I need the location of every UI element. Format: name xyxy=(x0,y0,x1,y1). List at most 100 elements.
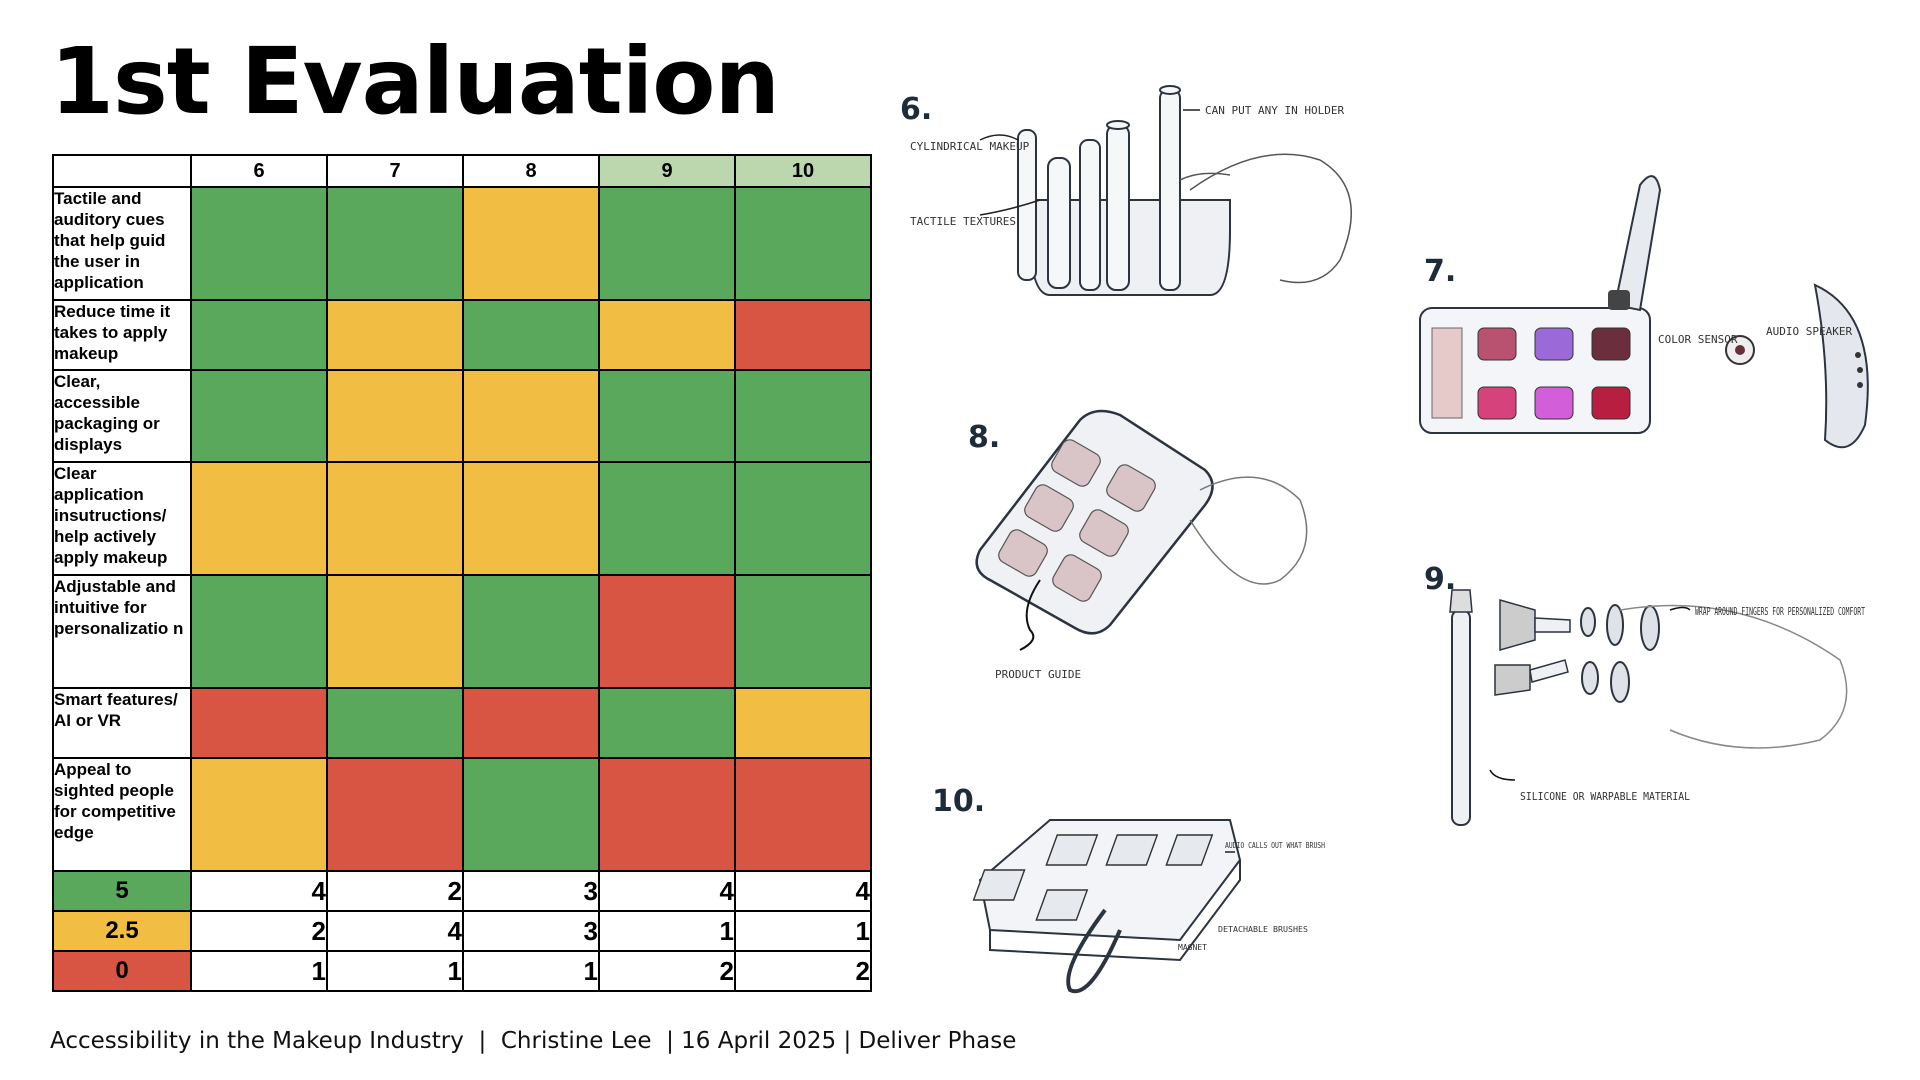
rating-cell xyxy=(462,574,600,689)
note-tactile-textures: TACTILE TEXTURES xyxy=(910,215,1016,228)
rating-cell xyxy=(598,461,736,576)
rating-cell xyxy=(734,574,872,689)
sketch-8-image: PRODUCT GUIDE xyxy=(975,409,1308,681)
score-key-2-5: 2.5 xyxy=(52,910,192,952)
sketch-7-palette-sensor: COLOR SENSOR AUDIO SPEAKER xyxy=(1410,165,1890,465)
note-detachable: DETACHABLE BRUSHES xyxy=(1218,925,1308,934)
table-header-row: 6 7 8 9 10 xyxy=(52,154,872,188)
rating-cell xyxy=(598,369,736,463)
score-count: 4 xyxy=(598,870,736,912)
page-title: 1st Evaluation xyxy=(50,28,780,135)
rating-cell xyxy=(326,299,464,371)
rating-cell xyxy=(326,369,464,463)
sketch-10-brush-palette: AUDIO CALLS OUT WHAT BRUSH DETACHABLE BR… xyxy=(960,800,1330,1010)
note-silicone: SILICONE OR WARPABLE MATERIAL xyxy=(1520,790,1690,803)
score-count: 1 xyxy=(598,910,736,952)
header-corner xyxy=(52,154,192,188)
col-header-10: 10 xyxy=(734,154,872,188)
rating-cell xyxy=(598,757,736,872)
rating-cell xyxy=(734,299,872,371)
sketch-6-cylindrical-holder: CAN PUT ANY IN HOLDER CYLINDRICAL MAKEUP… xyxy=(900,80,1390,310)
rating-cell xyxy=(190,757,328,872)
criteria-label: Reduce time it takes to apply makeup xyxy=(52,299,192,371)
sketch-7-image: COLOR SENSOR AUDIO SPEAKER xyxy=(1419,175,1869,449)
score-count: 4 xyxy=(190,870,328,912)
rating-cell xyxy=(598,186,736,301)
rating-cell xyxy=(190,574,328,689)
note-wrap-around: WRAP AROUND FINGERS FOR PERSONALIZED COM… xyxy=(1695,605,1865,618)
rating-cell xyxy=(190,186,328,301)
criteria-row: Clear application insutructions/ help ac… xyxy=(52,461,872,576)
score-count: 4 xyxy=(326,910,464,952)
criteria-label: Clear application insutructions/ help ac… xyxy=(52,461,192,576)
sketch-6-image: CAN PUT ANY IN HOLDER CYLINDRICAL MAKEUP… xyxy=(910,85,1352,296)
rating-cell xyxy=(462,757,600,872)
rating-cell xyxy=(190,299,328,371)
note-cylindrical-makeup: CYLINDRICAL MAKEUP xyxy=(910,140,1030,153)
rating-cell xyxy=(326,757,464,872)
col-header-7: 7 xyxy=(326,154,464,188)
criteria-row: Reduce time it takes to apply makeup xyxy=(52,299,872,371)
rating-cell xyxy=(190,687,328,759)
rating-cell xyxy=(734,461,872,576)
note-audio-speaker: AUDIO SPEAKER xyxy=(1766,325,1852,338)
sketch-9-image: WRAP AROUND FINGERS FOR PERSONALIZED COM… xyxy=(1449,589,1865,826)
score-count: 3 xyxy=(462,910,600,952)
score-row-yellow: 2.5 2 4 3 1 1 xyxy=(52,910,872,952)
rating-cell xyxy=(462,299,600,371)
note-color-sensor: COLOR SENSOR xyxy=(1658,333,1738,346)
col-header-6: 6 xyxy=(190,154,328,188)
note-product-guide: PRODUCT GUIDE xyxy=(995,668,1081,681)
note-can-put-any: CAN PUT ANY IN HOLDER xyxy=(1205,104,1344,117)
sketch-number-10: 10. xyxy=(932,784,986,819)
criteria-label: Adjustable and intuitive for personaliza… xyxy=(52,574,192,689)
score-count: 4 xyxy=(734,870,872,912)
col-header-9: 9 xyxy=(598,154,736,188)
rating-cell xyxy=(462,369,600,463)
sketch-number-9: 9. xyxy=(1424,562,1457,597)
score-count: 1 xyxy=(326,950,464,992)
note-magnet: MAGNET xyxy=(1178,943,1207,952)
footer-caption: Accessibility in the Makeup Industry | C… xyxy=(50,1028,1017,1054)
rating-cell xyxy=(190,369,328,463)
rating-cell xyxy=(734,186,872,301)
criteria-label: Tactile and auditory cues that help guid… xyxy=(52,186,192,301)
score-key-5: 5 xyxy=(52,870,192,912)
rating-cell xyxy=(326,461,464,576)
rating-cell xyxy=(462,186,600,301)
criteria-row: Appeal to sighted people for competitive… xyxy=(52,757,872,872)
rating-cell xyxy=(598,574,736,689)
rating-cell xyxy=(462,687,600,759)
criteria-label: Smart features/ AI or VR xyxy=(52,687,192,759)
sketch-number-8: 8. xyxy=(968,420,1001,455)
sketch-number-6: 6. xyxy=(900,92,933,127)
score-row-green: 5 4 2 3 4 4 xyxy=(52,870,872,912)
score-count: 2 xyxy=(326,870,464,912)
evaluation-table: 6 7 8 9 10 Tactile and auditory cues tha… xyxy=(52,154,872,992)
rating-cell xyxy=(326,186,464,301)
score-count: 3 xyxy=(462,870,600,912)
note-audio-calls: AUDIO CALLS OUT WHAT BRUSH xyxy=(1225,841,1325,850)
criteria-label: Clear, accessible packaging or displays xyxy=(52,369,192,463)
rating-cell xyxy=(326,687,464,759)
rating-cell xyxy=(326,574,464,689)
score-count: 1 xyxy=(190,950,328,992)
sketch-8-tactile-palette: PRODUCT GUIDE xyxy=(960,400,1340,710)
rating-cell xyxy=(598,299,736,371)
sketch-10-image: AUDIO CALLS OUT WHAT BRUSH DETACHABLE BR… xyxy=(972,819,1325,994)
rating-cell xyxy=(598,687,736,759)
score-row-red: 0 1 1 1 2 2 xyxy=(52,950,872,992)
rating-cell xyxy=(190,461,328,576)
rating-cell xyxy=(734,757,872,872)
score-count: 2 xyxy=(734,950,872,992)
score-count: 1 xyxy=(462,950,600,992)
col-header-8: 8 xyxy=(462,154,600,188)
score-count: 2 xyxy=(598,950,736,992)
criteria-label: Appeal to sighted people for competitive… xyxy=(52,757,192,872)
score-count: 1 xyxy=(734,910,872,952)
sketch-9-finger-brushes: WRAP AROUND FINGERS FOR PERSONALIZED COM… xyxy=(1440,580,1870,840)
score-count: 2 xyxy=(190,910,328,952)
rating-cell xyxy=(734,687,872,759)
rating-cell xyxy=(462,461,600,576)
